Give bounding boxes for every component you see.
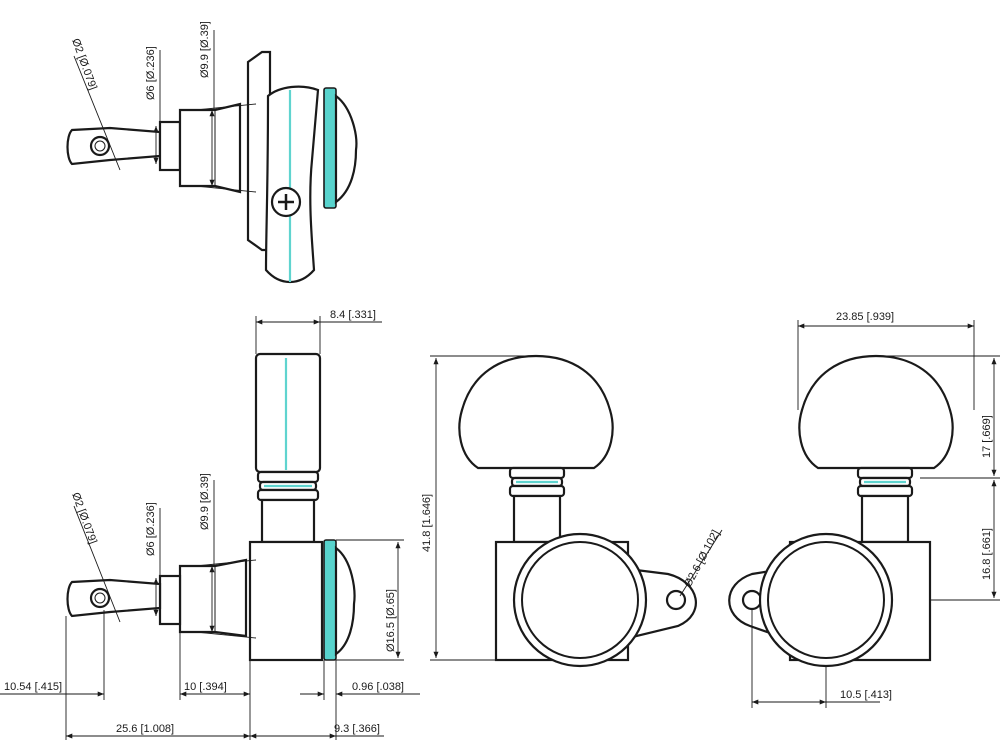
front-knob	[458, 354, 614, 470]
back-stem	[860, 494, 910, 544]
knob-width-label: 8.4 [.331]	[330, 309, 376, 321]
side-string-post	[66, 578, 162, 618]
top-knob	[264, 85, 320, 284]
total-height-label: 41.8 [1.646]	[421, 494, 433, 552]
side-view: 8.4 [.331] Ø2 [Ø.079] Ø6 [Ø.236] Ø9.9 [Ø…	[0, 309, 420, 740]
side-hole-label: Ø2 [Ø.079]	[69, 491, 99, 546]
side-worm-cap	[334, 545, 356, 657]
gear-thick-label: 0.96 [.038]	[352, 681, 404, 693]
top-worm-cap	[334, 93, 358, 205]
side-knob	[254, 352, 322, 474]
side-shaft-label: Ø6 [Ø.236]	[145, 502, 157, 556]
side-flange	[178, 558, 248, 638]
side-body	[248, 540, 324, 662]
stem-height-label: 16.8 [.661]	[981, 528, 993, 580]
knob-height-label: 17 [.669]	[981, 415, 993, 458]
back-view: 23.85 [.939] 17 [.669] 16.8 [.661] 10.5 …	[728, 311, 1000, 708]
front-gear-outer	[512, 532, 648, 668]
side-gear	[323, 539, 337, 661]
top-post-hole	[89, 135, 111, 157]
post-offset-label: 10.54 [.415]	[4, 681, 62, 693]
front-stem	[512, 494, 562, 544]
top-gear	[323, 87, 337, 209]
top-hole-label: Ø2 [Ø.079]	[69, 37, 99, 92]
flange-len-label: 10 [.394]	[184, 681, 227, 693]
front-screw-hole	[665, 589, 687, 611]
back-knob	[798, 354, 954, 470]
side-flange-label: Ø9.9 [Ø.39]	[199, 473, 211, 530]
top-shaft-label: Ø6 [Ø.236]	[145, 46, 157, 100]
back-screw-hole	[741, 589, 763, 611]
screw-hole-label: Ø2.6 [Ø.102]	[682, 528, 722, 589]
top-flange	[178, 102, 242, 194]
body-width-label: 9.3 [.366]	[334, 723, 380, 735]
top-view: Ø2 [Ø.079] Ø6 [Ø.236] Ø9.9 [Ø.39]	[66, 21, 358, 284]
knob-span-label: 23.85 [.939]	[836, 311, 894, 323]
side-stem	[260, 498, 316, 544]
hole-offset-label: 10.5 [.413]	[840, 689, 892, 701]
top-flange-label: Ø9.9 [Ø.39]	[199, 21, 211, 78]
back-gear-outer	[758, 532, 894, 668]
top-collar	[158, 120, 182, 172]
gear-dia-label: Ø16.5 [Ø.65]	[385, 589, 397, 652]
top-string-post	[66, 126, 162, 166]
front-view: 41.8 [1.646] Ø2.6 [Ø.102]	[421, 354, 723, 668]
overall-len-label: 25.6 [1.008]	[116, 723, 174, 735]
